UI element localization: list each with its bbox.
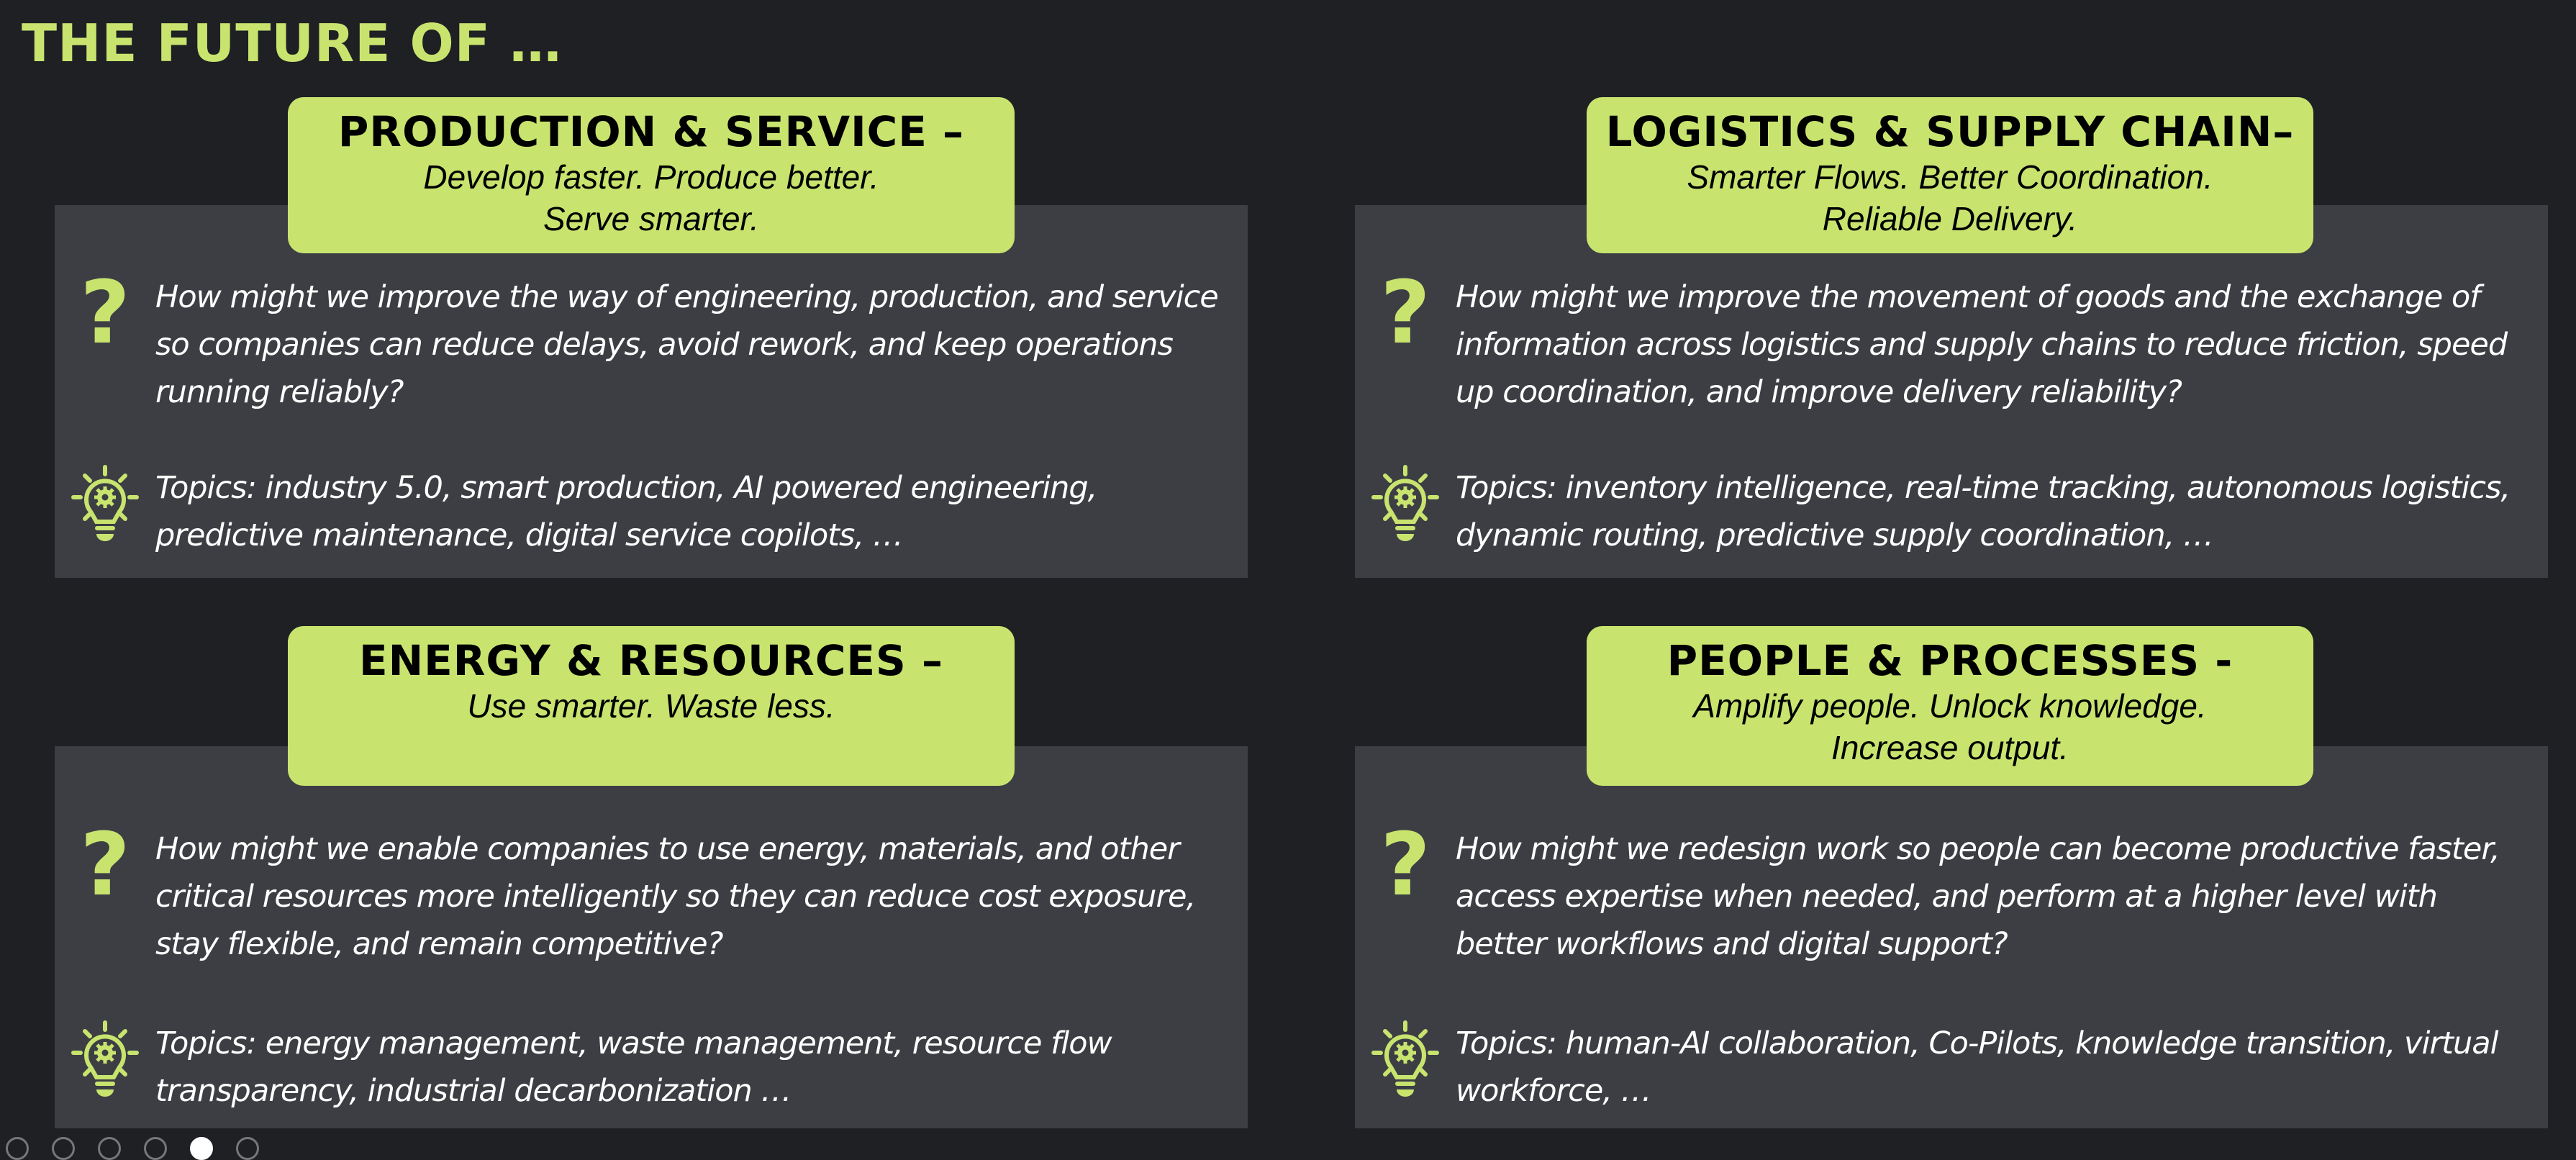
slide-pagination bbox=[0, 1137, 259, 1160]
card-question: How might we improve the way of engineer… bbox=[155, 279, 1219, 410]
pagination-dot[interactable] bbox=[190, 1137, 213, 1160]
card-topics: Topics: inventory intelligence, real-tim… bbox=[1456, 470, 2511, 553]
card-subtitle-line-1: Develop faster. Produce better. bbox=[423, 158, 879, 196]
card-subtitle-line-2: Serve smarter. bbox=[543, 200, 759, 237]
card-people-processes: ? How might we redesign work so people c… bbox=[1355, 746, 2548, 1128]
pagination-dot[interactable] bbox=[98, 1137, 121, 1160]
lightbulb-gear-icon bbox=[55, 1020, 155, 1099]
card-heading: PRODUCTION & SERVICE – bbox=[337, 107, 965, 156]
card-subtitle-line-1: Smarter Flows. Better Coordination. bbox=[1687, 158, 2213, 196]
card-topics: Topics: industry 5.0, smart production, … bbox=[155, 470, 1097, 553]
lightbulb-gear-icon bbox=[1355, 464, 1456, 543]
lightbulb-gear-icon bbox=[1355, 1020, 1456, 1099]
card-question: How might we redesign work so people can… bbox=[1456, 831, 2500, 962]
card-subtitle-line-1: Use smarter. Waste less. bbox=[467, 687, 835, 725]
card-header-production-service: PRODUCTION & SERVICE – Develop faster. P… bbox=[288, 97, 1015, 253]
card-heading: PEOPLE & PROCESSES - bbox=[1666, 636, 2233, 685]
card-heading: LOGISTICS & SUPPLY CHAIN– bbox=[1605, 107, 2295, 156]
card-production-service: ? How might we improve the way of engine… bbox=[55, 205, 1248, 578]
pagination-dot[interactable] bbox=[52, 1137, 75, 1160]
card-header-energy-resources: ENERGY & RESOURCES – Use smarter. Waste … bbox=[288, 626, 1015, 786]
card-heading: ENERGY & RESOURCES – bbox=[358, 636, 943, 685]
pagination-dot[interactable] bbox=[236, 1137, 259, 1160]
lightbulb-gear-icon bbox=[55, 464, 155, 543]
card-header-logistics-supply-chain: LOGISTICS & SUPPLY CHAIN– Smarter Flows.… bbox=[1587, 97, 2313, 253]
card-logistics-supply-chain: ? How might we improve the movement of g… bbox=[1355, 205, 2548, 578]
question-mark-icon: ? bbox=[1380, 263, 1430, 363]
pagination-dot[interactable] bbox=[6, 1137, 29, 1160]
card-header-people-processes: PEOPLE & PROCESSES - Amplify people. Unl… bbox=[1587, 626, 2313, 786]
card-question: How might we improve the movement of goo… bbox=[1456, 279, 2508, 410]
question-mark-icon: ? bbox=[80, 815, 130, 915]
pagination-dot[interactable] bbox=[144, 1137, 167, 1160]
question-mark-icon: ? bbox=[1380, 815, 1430, 915]
page-title: THE FUTURE OF … bbox=[22, 13, 562, 73]
card-question: How might we enable companies to use ene… bbox=[155, 831, 1196, 962]
card-energy-resources: ? How might we enable companies to use e… bbox=[55, 746, 1248, 1128]
card-subtitle-line-2: Increase output. bbox=[1831, 729, 2069, 766]
card-subtitle-line-1: Amplify people. Unlock knowledge. bbox=[1693, 687, 2207, 725]
question-mark-icon: ? bbox=[80, 263, 130, 363]
card-topics: Topics: energy management, waste managem… bbox=[155, 1025, 1112, 1109]
card-subtitle-line-2: Reliable Delivery. bbox=[1822, 200, 2078, 237]
card-topics: Topics: human-AI collaboration, Co-Pilot… bbox=[1456, 1025, 2499, 1109]
